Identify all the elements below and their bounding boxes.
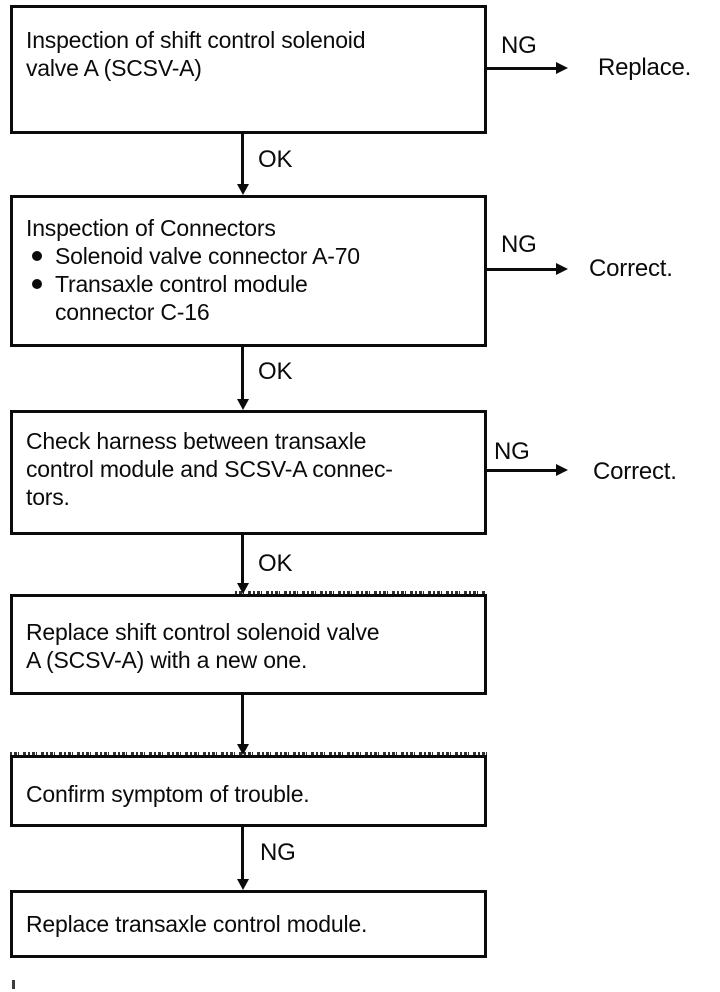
scan-noise-artifact: [235, 591, 487, 595]
box-text-line: connector C-16: [55, 299, 210, 325]
ng-arrowhead-right-icon: [556, 263, 568, 275]
box-text-line: Replace shift control solenoid valve: [26, 619, 380, 645]
ok-label-2: OK: [258, 358, 293, 385]
result-label-replace: Replace.: [598, 54, 692, 81]
bullet-item: Solenoid valve connector A-70: [26, 242, 474, 270]
ng-arrow-shaft-1: [487, 67, 557, 70]
flow-box-step-3: Check harness between transaxle control …: [10, 410, 487, 535]
bullet-icon: [32, 279, 42, 289]
ng-arrow-shaft-down: [241, 827, 244, 880]
ok-label-3: OK: [258, 550, 293, 577]
ng-label-2: NG: [501, 231, 537, 258]
flow-box-step-6: Replace transaxle control module.: [10, 890, 487, 958]
flow-box-step-2: Inspection of Connectors Solenoid valve …: [10, 195, 487, 347]
ok-arrow-shaft-1: [241, 134, 244, 185]
bullet-icon: [32, 251, 42, 261]
result-label-correct-2: Correct.: [593, 458, 677, 485]
bullet-item: Transaxle control module connector C-16: [26, 270, 474, 326]
ok-arrowhead-down-icon: [237, 399, 249, 410]
ng-arrowhead-right-icon: [556, 464, 568, 476]
box-text-line: control module and SCSV-A connec-: [26, 456, 393, 482]
ng-arrowhead-down-icon: [237, 879, 249, 890]
ng-label-3: NG: [494, 438, 530, 465]
ok-label-1: OK: [258, 146, 293, 173]
ok-arrow-shaft-3: [241, 535, 244, 584]
ng-arrowhead-right-icon: [556, 62, 568, 74]
ok-arrowhead-down-icon: [237, 184, 249, 195]
box-text-line: Solenoid valve connector A-70: [55, 243, 360, 269]
ok-arrowhead-down-icon: [237, 583, 249, 594]
box-text-line: Inspection of Connectors: [26, 215, 276, 241]
box-text-line: Confirm symptom of trouble.: [26, 781, 310, 807]
scan-noise-artifact: [10, 752, 487, 756]
ng-arrow-shaft-3: [487, 469, 557, 472]
flow-box-step-1: Inspection of shift control solenoid val…: [10, 5, 487, 134]
box-text-line: A (SCSV-A) with a new one.: [26, 647, 308, 673]
arrow-shaft-4: [241, 695, 244, 745]
box-text-line: Check harness between transaxle: [26, 428, 367, 454]
ng-label-bottom: NG: [260, 839, 296, 866]
box-text-line: Transaxle control module: [55, 271, 308, 297]
ng-arrow-shaft-2: [487, 268, 557, 271]
box-text-line: valve A (SCSV-A): [26, 55, 202, 81]
result-label-correct-1: Correct.: [589, 255, 673, 282]
scan-speck-artifact: [12, 980, 15, 989]
ok-arrow-shaft-2: [241, 347, 244, 400]
box-text-line: Inspection of shift control solenoid: [26, 27, 366, 53]
flow-box-step-5: Confirm symptom of trouble.: [10, 755, 487, 827]
ng-label-1: NG: [501, 32, 537, 59]
box-text-line: Replace transaxle control module.: [26, 911, 368, 937]
box-text-line: tors.: [26, 484, 70, 510]
arrowhead-down-icon: [237, 744, 249, 755]
flow-box-step-4: Replace shift control solenoid valve A (…: [10, 594, 487, 695]
